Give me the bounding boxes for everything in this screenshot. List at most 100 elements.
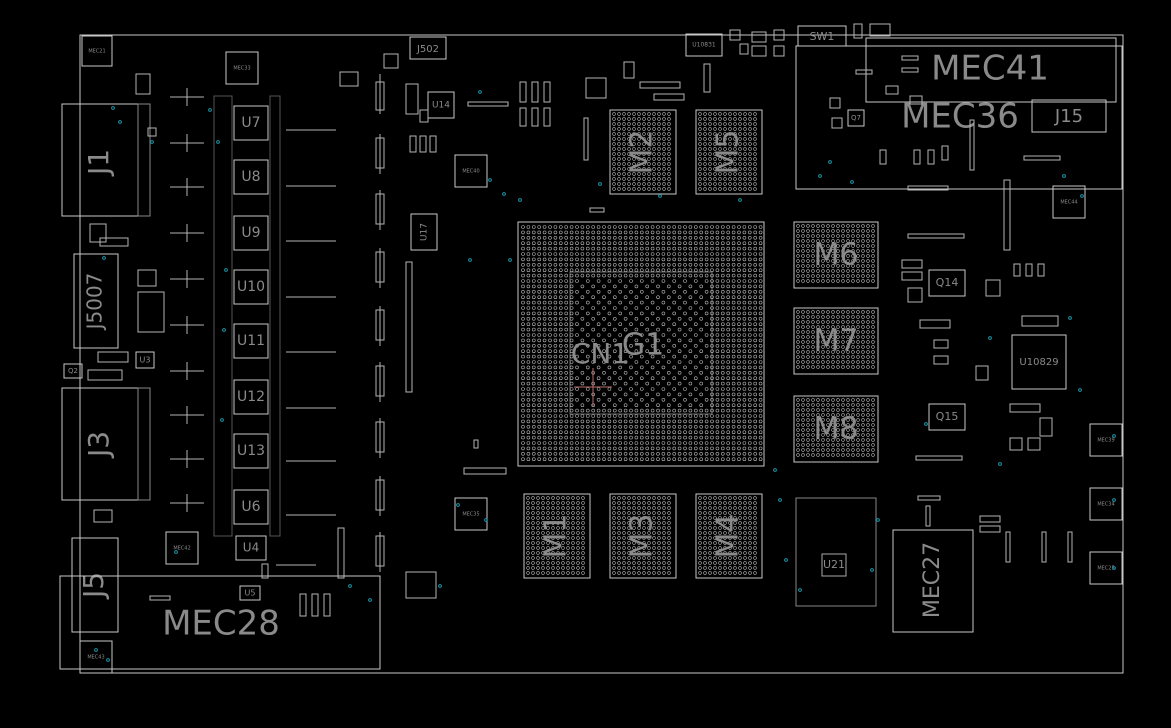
ic-u9-label: U9 xyxy=(241,225,260,241)
ic-u10-label: U10 xyxy=(237,279,265,295)
memory-m6[interactable]: M6 xyxy=(793,221,879,289)
connector-j15[interactable]: J15 xyxy=(1031,99,1107,133)
ic-u12-label: U12 xyxy=(237,389,265,405)
memory-m7-label: M7 xyxy=(814,324,859,359)
mec40-label: MEC40 xyxy=(462,169,479,175)
ic-u5[interactable]: U5 xyxy=(239,585,261,601)
connector-j5007[interactable]: J5007 xyxy=(73,253,119,349)
ic-u10829-label: U10829 xyxy=(1019,357,1058,368)
memory-m4-balls xyxy=(698,496,757,575)
ic-u6[interactable]: U6 xyxy=(233,489,269,525)
memory-m7[interactable]: M7 xyxy=(793,307,879,375)
mec44[interactable]: MEC44 xyxy=(1052,185,1086,219)
shield-mec27-label: MEC27 xyxy=(920,542,945,618)
transistor-q7-label: Q7 xyxy=(851,114,861,122)
shield-mec27[interactable]: MEC27 U21 xyxy=(795,497,974,633)
connector-j1-label: J1 xyxy=(82,149,115,177)
mec21-label: MEC21 xyxy=(88,49,105,55)
memory-m5-balls xyxy=(698,112,757,191)
memory-m7-balls xyxy=(796,310,875,369)
memory-m8[interactable]: M8 xyxy=(793,395,879,463)
memory-m6-label: M6 xyxy=(814,238,859,273)
mec43-label: MEC43 xyxy=(87,655,104,661)
ic-u8-label: U8 xyxy=(241,169,260,185)
mec43[interactable]: MEC43 xyxy=(79,640,113,674)
ic-u10831[interactable]: U10831 xyxy=(685,33,723,57)
connector-j3-label: J3 xyxy=(82,431,115,459)
ic-u13-label: U13 xyxy=(237,443,265,459)
transistor-q15-label: Q15 xyxy=(936,410,959,423)
mec34-label: MEC34 xyxy=(1097,502,1114,508)
ic-u13[interactable]: U13 xyxy=(233,433,269,469)
connector-j502[interactable]: J502 xyxy=(409,36,447,60)
ic-u5-label: U5 xyxy=(245,589,256,598)
ic-u14[interactable]: U14 xyxy=(427,91,455,119)
mec34[interactable]: MEC34 xyxy=(1089,487,1123,521)
memory-m1-label: M1 xyxy=(539,514,574,559)
ic-u3[interactable]: U3 xyxy=(135,351,155,369)
connector-cn1-label: CN1 xyxy=(571,337,629,370)
shield-mec36[interactable]: MEC36 xyxy=(795,45,1123,190)
memory-m8-balls xyxy=(796,398,875,457)
ic-u3-label: U3 xyxy=(140,356,151,365)
memory-m1[interactable]: M1 xyxy=(523,493,591,579)
mec21[interactable]: MEC21 xyxy=(81,35,113,67)
mec44-label: MEC44 xyxy=(1060,200,1077,206)
shield-mec28[interactable]: MEC28 xyxy=(59,575,381,670)
mec33-label: MEC33 xyxy=(233,66,250,72)
ic-u10829[interactable]: U10829 xyxy=(1011,334,1067,390)
mec25[interactable]: MEC25 xyxy=(1089,551,1123,585)
ic-u4[interactable]: U4 xyxy=(235,535,267,561)
connector-j5[interactable]: J5 xyxy=(71,537,119,633)
passive-components xyxy=(87,23,1073,617)
mec35-label: MEC35 xyxy=(462,512,479,518)
bga-g1-balls xyxy=(521,225,763,462)
ic-u7-label: U7 xyxy=(241,115,260,131)
memory-m2-balls xyxy=(612,112,671,191)
bga-g1[interactable]: CN1 G1 xyxy=(517,221,765,467)
connector-j502-label: J502 xyxy=(416,44,439,55)
ic-u10831-label: U10831 xyxy=(692,42,716,49)
transistor-q2[interactable]: Q2 xyxy=(63,363,83,379)
shield-mec28-label: MEC28 xyxy=(162,604,280,644)
connector-j3[interactable]: J3 xyxy=(61,387,151,501)
connector-j5-label: J5 xyxy=(77,572,110,600)
transistor-q14[interactable]: Q14 xyxy=(928,269,966,297)
transistor-q2-label: Q2 xyxy=(68,367,78,375)
switch-sw1-label: SW1 xyxy=(810,30,835,43)
mec33[interactable]: MEC33 xyxy=(225,51,259,85)
ic-u6-label: U6 xyxy=(241,499,260,515)
ic-u14-label: U14 xyxy=(432,101,450,111)
memory-m2-label: M2 xyxy=(625,130,660,175)
ic-u21-label: U21 xyxy=(823,558,845,571)
mec35[interactable]: MEC35 xyxy=(454,497,488,531)
shield-mec41-label: MEC41 xyxy=(931,49,1049,89)
ic-u11[interactable]: U11 xyxy=(233,323,269,359)
memory-m1-balls xyxy=(526,496,585,575)
ic-u8[interactable]: U8 xyxy=(233,159,269,195)
mec40[interactable]: MEC40 xyxy=(454,154,488,188)
ic-u10[interactable]: U10 xyxy=(233,269,269,305)
ic-u12[interactable]: U12 xyxy=(233,379,269,415)
ic-u9[interactable]: U9 xyxy=(233,215,269,251)
mec42-label: MEC42 xyxy=(173,546,190,552)
board-outline xyxy=(79,34,1124,674)
shield-mec36-label: MEC36 xyxy=(901,97,1019,137)
ic-u17[interactable]: U17 xyxy=(410,213,438,251)
memory-m3-balls xyxy=(612,496,671,575)
memory-m4[interactable]: M4 xyxy=(695,493,763,579)
transistor-q7[interactable]: Q7 xyxy=(847,109,865,127)
transistor-q15[interactable]: Q15 xyxy=(928,403,966,431)
ic-u7[interactable]: U7 xyxy=(233,105,269,141)
memory-m3[interactable]: M3 xyxy=(609,493,677,579)
mec39[interactable]: MEC39 xyxy=(1089,423,1123,457)
ic-u4-label: U4 xyxy=(243,541,259,555)
mec25-label: MEC25 xyxy=(1097,566,1114,572)
mec42[interactable]: MEC42 xyxy=(165,531,199,565)
memory-m6-balls xyxy=(796,224,875,283)
memory-m2[interactable]: M2 xyxy=(609,109,677,195)
memory-m5[interactable]: M5 xyxy=(695,109,763,195)
connector-j1[interactable]: J1 xyxy=(61,103,151,217)
ic-u11-label: U11 xyxy=(237,333,265,349)
